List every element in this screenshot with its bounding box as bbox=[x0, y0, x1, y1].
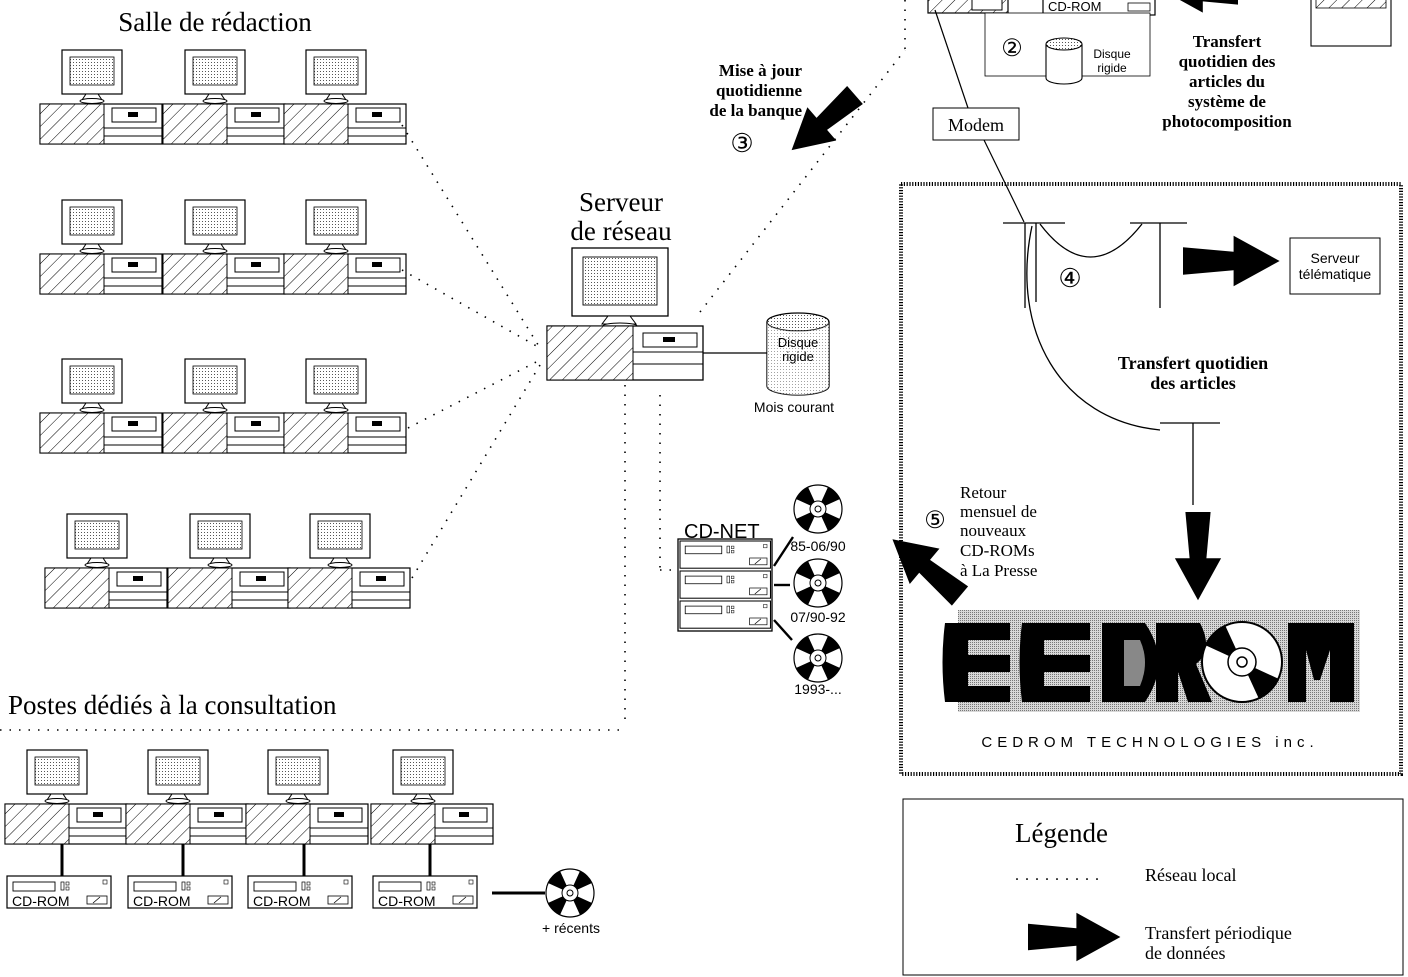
step-2-marker: ② bbox=[1001, 35, 1023, 62]
workstation bbox=[125, 749, 249, 845]
cedrom-down-arrow bbox=[1174, 512, 1222, 601]
server-disk-label-line1: Disque bbox=[778, 335, 818, 350]
cdnet-label: CD-NET bbox=[684, 521, 760, 543]
modem-box bbox=[932, 107, 1020, 141]
cedrom-box bbox=[899, 182, 1403, 776]
workstation bbox=[245, 749, 369, 845]
photocomposition-arrow bbox=[1170, 0, 1238, 13]
workstation bbox=[283, 199, 407, 295]
modem-line-top bbox=[934, 9, 969, 109]
modem-label: Modem bbox=[948, 115, 1004, 135]
return-line5: à La Presse bbox=[960, 561, 1037, 580]
telematic-server-box bbox=[1289, 237, 1381, 295]
cedrom-transfer-line2: des articles bbox=[1150, 373, 1235, 393]
update-line1: Mise à jour bbox=[719, 61, 803, 80]
local-network-lines bbox=[0, 0, 906, 731]
server-disk-caption: Mois courant bbox=[754, 399, 834, 415]
update-line2: quotidienne bbox=[716, 81, 802, 100]
cdrom-label: CD-ROM bbox=[133, 893, 191, 909]
cdrom-label: CD-ROM bbox=[12, 893, 70, 909]
photocomp-line1: Transfert bbox=[1193, 32, 1262, 51]
legend-local-network-label: Réseau local bbox=[1145, 865, 1236, 885]
legend-dots-sample: . . . . . . . . . bbox=[1015, 867, 1100, 884]
consultation-title: Postes dédiés à la consultation bbox=[8, 690, 337, 720]
cdnet-tower bbox=[677, 538, 773, 632]
server-hard-disk bbox=[766, 312, 830, 396]
photocomp-line5: photocomposition bbox=[1162, 112, 1292, 131]
cd-disc-icon bbox=[793, 484, 843, 534]
workstation bbox=[287, 513, 411, 609]
cdrom-label: CD-ROM bbox=[253, 893, 311, 909]
telematic-arrow bbox=[1183, 235, 1280, 287]
legend-title: Légende bbox=[1015, 818, 1108, 848]
photocomp-line4: système de bbox=[1188, 92, 1266, 111]
legend-box bbox=[902, 798, 1404, 976]
cedrom-logo bbox=[942, 610, 1360, 712]
disc-1-label: 85-06/90 bbox=[790, 538, 845, 554]
photocomp-line3: articles du bbox=[1189, 72, 1265, 91]
cedrom-transfer-line1: Transfert quotidien bbox=[1118, 353, 1268, 373]
cedrom-logo-caption: CEDROM TECHNOLOGIES inc. bbox=[981, 734, 1318, 751]
return-line3: nouveaux bbox=[960, 521, 1027, 540]
step-4-marker: ④ bbox=[1058, 263, 1081, 293]
top-cdrom-label: CD-ROM bbox=[1048, 0, 1101, 14]
cd-disc-icon bbox=[545, 868, 595, 918]
return-line2: mensuel de bbox=[960, 502, 1037, 521]
update-line3: de la banque bbox=[709, 101, 802, 120]
newsroom-workstations bbox=[39, 49, 411, 609]
workstation bbox=[162, 358, 286, 454]
newsroom-title: Salle de rédaction bbox=[118, 7, 312, 37]
server-title-line1: Serveur bbox=[579, 187, 663, 217]
consultation-stations bbox=[4, 749, 494, 909]
workstation bbox=[283, 49, 407, 145]
photocomp-line2: quotidien des bbox=[1179, 52, 1276, 71]
legend-transfer-line2: de données bbox=[1145, 943, 1225, 963]
server-disk-label-line2: rigide bbox=[782, 349, 814, 364]
telematic-label-line2: télématique bbox=[1299, 266, 1372, 282]
legend-transfer-line1: Transfert périodique bbox=[1145, 923, 1292, 943]
disc-2-label: 07/90-92 bbox=[790, 609, 845, 625]
telematic-label-line1: Serveur bbox=[1310, 250, 1359, 266]
workstation bbox=[283, 358, 407, 454]
top-disk-label-line2: rigide bbox=[1097, 61, 1127, 75]
workstation bbox=[162, 199, 286, 295]
workstation bbox=[39, 358, 163, 454]
return-line1: Retour bbox=[960, 483, 1007, 502]
return-line4: CD-ROMs bbox=[960, 541, 1035, 560]
step-5-marker: ⑤ bbox=[924, 507, 946, 534]
workstation bbox=[39, 199, 163, 295]
workstation bbox=[167, 513, 291, 609]
cdrom-label: CD-ROM bbox=[378, 893, 436, 909]
workstation bbox=[39, 49, 163, 145]
workstation bbox=[44, 513, 168, 609]
modem-line-bottom bbox=[983, 139, 1025, 223]
workstation bbox=[4, 749, 128, 845]
transfer-connectors bbox=[1003, 222, 1220, 505]
network-server bbox=[546, 247, 704, 381]
server-title-line2: de réseau bbox=[570, 216, 672, 246]
cd-disc-icon bbox=[793, 633, 843, 683]
disc-3-label: 1993-... bbox=[794, 681, 841, 697]
workstation bbox=[162, 49, 286, 145]
cdnet-disc-links bbox=[772, 536, 795, 641]
recent-disc-label: + récents bbox=[542, 920, 600, 936]
top-disk-label-line1: Disque bbox=[1093, 47, 1131, 61]
cd-disc-icon bbox=[793, 558, 843, 608]
step-3-marker: ③ bbox=[730, 128, 753, 158]
workstation bbox=[370, 749, 494, 845]
photocomposition-system bbox=[927, 0, 1392, 85]
